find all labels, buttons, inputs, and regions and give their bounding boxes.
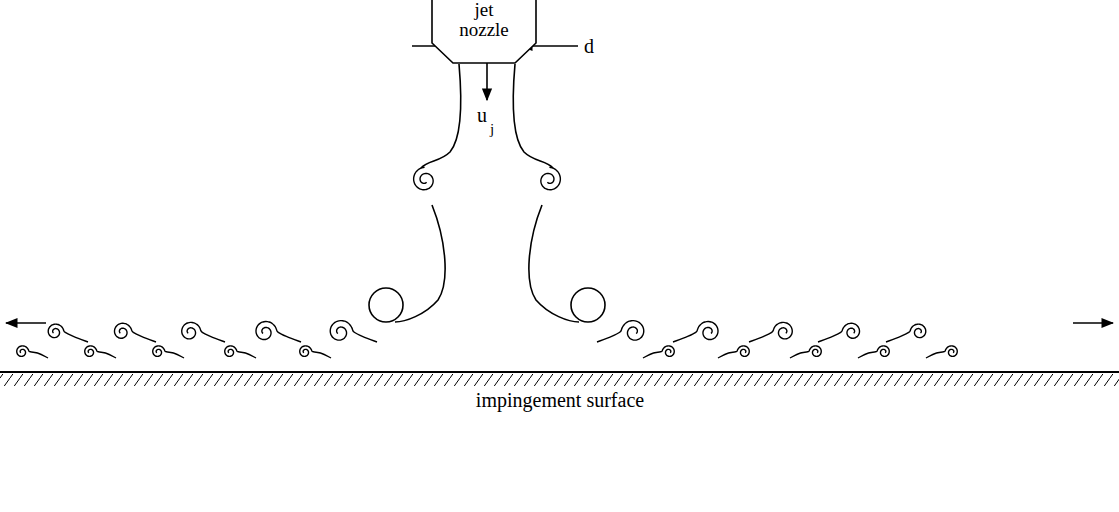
ring-vortex (571, 288, 605, 322)
wall-hatching (0, 374, 1119, 386)
velocity-subscript: j (490, 118, 494, 140)
shear-layer (513, 64, 553, 168)
vortex-spiral (330, 321, 377, 342)
vortex-spiral (48, 324, 88, 342)
vortex-spiral (749, 322, 792, 342)
vortex-spiral (541, 167, 561, 190)
vortex-spiral (643, 346, 674, 358)
vortex-spiral (85, 346, 116, 358)
impingement-wall (0, 371, 1119, 373)
vortex-spiral (886, 324, 926, 342)
vortex-spiral (790, 346, 821, 358)
nozzle-shape: jet nozzle (431, 0, 537, 64)
nozzle-label: jet nozzle (449, 0, 519, 40)
shear-layer (421, 64, 461, 168)
velocity-label: u (477, 104, 487, 126)
vortex-spiral (718, 346, 749, 358)
vortex-spiral (597, 321, 644, 342)
vortex-spiral (818, 323, 860, 342)
surface-label: impingement surface (476, 389, 644, 411)
vortex-spiral (414, 167, 434, 190)
vortex-spiral (300, 346, 331, 358)
vortex-spiral (256, 322, 301, 342)
vortex-spiral (673, 322, 718, 342)
flow-arrow (6, 322, 46, 324)
dimension-label: d (584, 35, 594, 57)
ring-vortex (369, 288, 403, 322)
vortex-spiral (17, 346, 48, 358)
vortex-spiral (926, 346, 957, 358)
flow-arrow (1073, 322, 1113, 324)
vortex-spiral (225, 346, 256, 358)
vortex-spiral (114, 323, 156, 342)
vortex-spiral (153, 346, 184, 358)
vortex-spiral (182, 322, 225, 342)
vortex-spiral (858, 346, 889, 358)
